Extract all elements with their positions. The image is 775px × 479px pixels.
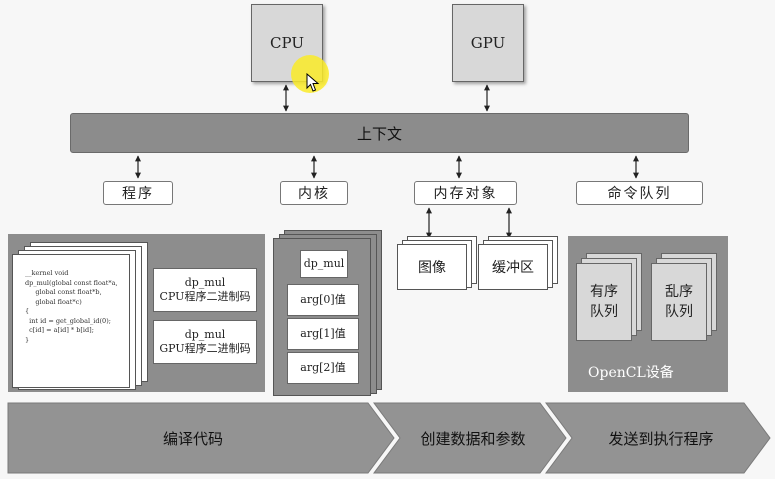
gpu-binary-name: dp_mul <box>184 328 226 341</box>
cursor-highlight <box>291 55 329 93</box>
code-line: dp_mul(global const float*a, <box>25 278 118 287</box>
in-order-queue-line-2: 队列 <box>590 304 618 320</box>
code-line: { <box>25 307 30 315</box>
memory-image-arrow <box>426 207 432 239</box>
compile-stage: 编译代码 <box>8 403 378 473</box>
create-stage-shape <box>373 402 567 474</box>
code-line: int id = get_global_id(0); <box>25 316 111 325</box>
program-label-text: 程序 <box>122 186 154 202</box>
kernel-name: dp_mul <box>303 257 345 270</box>
kernel-label-text: 内核 <box>298 186 330 202</box>
in-order-queue-line-1: 有序 <box>590 284 618 300</box>
context-bar: 上下文 <box>70 113 689 153</box>
code-line: global const float*b, <box>25 288 102 296</box>
gpu-binary-text: GPU程序二进制码 <box>159 342 251 355</box>
code-line: __kernel void <box>25 269 69 277</box>
compile-stage-label: 编译代码 <box>162 429 223 448</box>
kernel-arg-0: arg[0]值 <box>287 284 359 316</box>
kernel-arg-1: arg[1]值 <box>287 318 359 350</box>
kernel-arg-1-text: arg[1]值 <box>300 327 346 340</box>
cpu-context-arrow <box>283 84 289 112</box>
cpu-label: CPU <box>270 34 304 52</box>
context-queue-arrow <box>633 155 639 179</box>
out-of-order-queue: 乱序 队列 <box>651 263 707 341</box>
mouse-pointer-icon <box>306 73 320 92</box>
context-memory-arrow <box>456 155 462 179</box>
cpu-binary-name: dp_mul <box>184 276 226 289</box>
execute-stage-shape <box>545 402 771 474</box>
cpu-binary-text: CPU程序二进制码 <box>159 290 251 303</box>
code-line: global float*c) <box>25 297 82 306</box>
buffer-label: 缓冲区 <box>492 260 534 276</box>
create-stage-label: 创建数据和参数 <box>420 429 526 448</box>
image-box: 图像 <box>397 244 467 290</box>
cpu-binary-box: dp_mul CPU程序二进制码 <box>153 268 257 312</box>
gpu-context-arrow <box>484 84 490 112</box>
memory-buffer-arrow <box>506 207 512 239</box>
out-of-order-queue-line-2: 队列 <box>665 304 693 320</box>
cpu-block: CPU <box>251 4 323 82</box>
context-kernel-arrow <box>311 155 317 179</box>
context-label: 上下文 <box>356 124 402 143</box>
gpu-binary-box: dp_mul GPU程序二进制码 <box>153 320 257 364</box>
context-program-arrow <box>135 155 141 179</box>
command-queue-label: 命令队列 <box>576 181 703 205</box>
kernel-name-box: dp_mul <box>300 250 348 278</box>
stage-chevrons <box>7 402 771 474</box>
memory-objects-label-text: 内存对象 <box>433 186 498 202</box>
code-line: c[id] = a[id] * b[id]; <box>25 326 94 334</box>
compile-stage-shape <box>7 402 395 474</box>
memory-objects-label: 内存对象 <box>414 181 517 205</box>
kernel-arg-0-text: arg[0]值 <box>300 293 346 306</box>
execute-stage: 发送到执行程序 <box>572 403 750 473</box>
execute-stage-label: 发送到执行程序 <box>608 429 714 448</box>
in-order-queue: 有序 队列 <box>576 263 632 341</box>
image-label: 图像 <box>418 260 446 276</box>
gpu-label: GPU <box>470 34 506 52</box>
program-label: 程序 <box>103 181 173 205</box>
kernel-label: 内核 <box>280 181 348 205</box>
command-queue-label-text: 命令队列 <box>607 186 672 202</box>
kernel-arg-2-text: arg[2]值 <box>300 361 346 374</box>
code-line: } <box>25 335 30 344</box>
opencl-device-label: OpenCL设备 <box>588 365 674 381</box>
kernel-arg-2: arg[2]值 <box>287 352 359 384</box>
create-stage: 创建数据和参数 <box>398 403 548 473</box>
buffer-box: 缓冲区 <box>478 244 548 290</box>
out-of-order-queue-line-1: 乱序 <box>665 284 693 300</box>
gpu-block: GPU <box>452 4 524 82</box>
